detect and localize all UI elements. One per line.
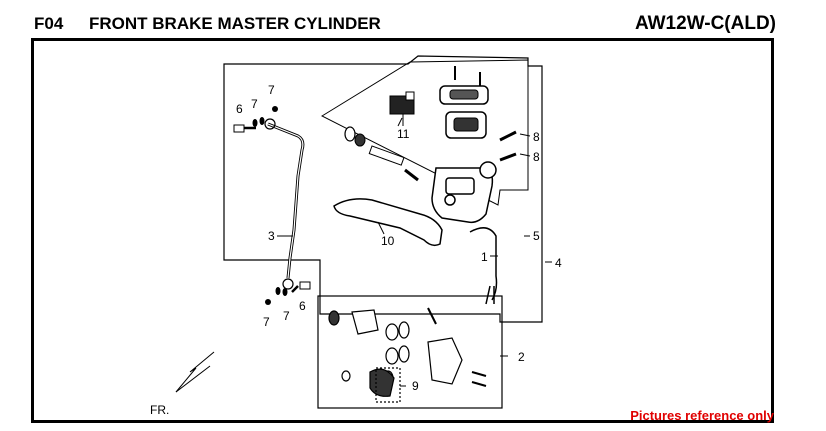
callout-8-upper: 8	[533, 130, 540, 144]
banjo-bolt-6-upper	[233, 124, 256, 133]
banjo-bolt-6-lower	[291, 281, 311, 293]
callout-7-d: 7	[283, 309, 290, 323]
callout-5: 5	[533, 229, 540, 243]
brake-hose-3	[264, 118, 305, 290]
model-code: AW12W-C(ALD)	[634, 13, 776, 34]
callout-6-lower: 6	[299, 299, 306, 313]
reservoir-cap	[439, 66, 489, 139]
reservoir-outline	[320, 59, 529, 206]
front-direction-arrow	[175, 351, 215, 393]
brake-lever-10	[333, 198, 443, 247]
caliper-outline-2	[317, 295, 503, 409]
callout-2: 2	[518, 350, 525, 364]
diagram-frame	[31, 38, 774, 423]
brake-pads-9	[369, 367, 401, 403]
master-cylinder-body	[431, 130, 517, 224]
callout-7-b: 7	[268, 83, 275, 97]
callout-7-a: 7	[251, 97, 258, 111]
leader-lines	[277, 117, 552, 387]
callout-11: 11	[397, 127, 410, 141]
reference-note: Pictures reference only	[630, 408, 774, 423]
callout-4: 4	[555, 256, 562, 270]
brake-switch-11	[389, 91, 415, 126]
callout-10: 10	[381, 234, 395, 248]
callout-9: 9	[412, 379, 419, 393]
callout-1: 1	[481, 250, 488, 264]
section-code: F04	[34, 14, 64, 33]
sealing-washers-7	[252, 106, 288, 305]
callout-8-lower: 8	[533, 150, 540, 164]
piston-kit	[344, 126, 419, 182]
assembly-outline-4	[223, 55, 543, 323]
page-title: FRONT BRAKE MASTER CYLINDER	[89, 14, 381, 33]
switch-cable-1	[469, 227, 498, 305]
callout-7-c: 7	[263, 315, 270, 329]
caliper-parts	[328, 307, 487, 387]
callout-3: 3	[268, 229, 275, 243]
callout-6-upper: 6	[236, 102, 243, 116]
direction-label: FR.	[150, 403, 169, 417]
